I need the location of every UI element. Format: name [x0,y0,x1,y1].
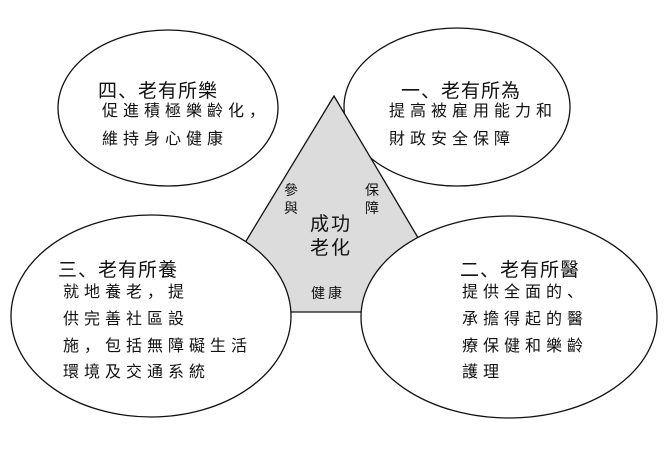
quadrant-bottom-left-line-3: 施，包括無障礙生活 [63,336,253,355]
quadrant-top-left-line-2: 維持身心健康 [102,129,229,148]
triangle-bottom-label: 健康 [311,286,345,302]
quadrant-bottom-right-line-2: 承擔得起的醫 [462,309,589,328]
ellipse-bottom-right [360,215,658,419]
ellipse-top-left [57,29,279,187]
triangle-center-line-1: 成功 [310,213,353,235]
triangle-center-line-2: 老化 [310,237,353,259]
quadrant-bottom-right-line-3: 療保健和樂齡 [462,336,589,355]
ellipse-bottom-left [10,214,292,418]
quadrant-top-left-line-1: 促進積極樂齡化， [102,101,271,120]
quadrant-bottom-left-line-4: 環境及交通系統 [63,362,211,381]
quadrant-top-right-line-2: 財政安全保障 [389,129,516,148]
quadrant-bottom-right-line-1: 提供全面的、 [462,282,589,301]
quadrant-bottom-right-line-4: 護理 [462,362,505,381]
quadrant-bottom-right-title: 二、老有所醫 [460,259,581,281]
quadrant-top-right-line-1: 提高被雇用能力和 [389,101,558,120]
quadrant-top-left-title: 四、老有所樂 [98,80,219,102]
triangle-left-label: 參與 [284,183,298,217]
triangle-right-label: 保障 [365,183,379,217]
quadrant-bottom-left-line-2: 供完善社區設 [63,309,190,328]
quadrant-top-right-title: 一、老有所為 [401,80,522,102]
quadrant-bottom-left-title: 三、老有所養 [58,259,179,281]
ellipse-top-right [343,27,571,187]
quadrant-bottom-left-line-1: 就地養老，提 [63,282,190,301]
